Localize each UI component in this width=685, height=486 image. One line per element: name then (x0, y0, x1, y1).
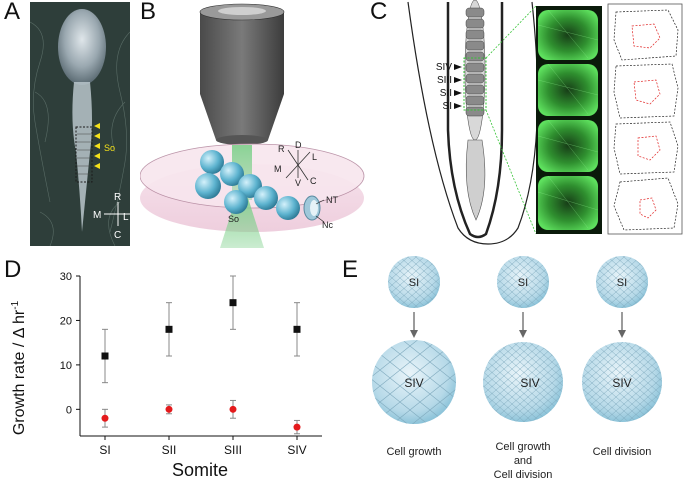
axis-label-medial-b: M (274, 164, 282, 174)
x-tick-label: SI (99, 443, 110, 457)
somite-imaging-panel: SIV SIII SII SI (407, 0, 683, 245)
somite-arrowheads (94, 123, 100, 169)
axis-label-caudal-b: C (310, 176, 317, 186)
x-tick-label: SIII (224, 443, 242, 457)
somite-label-siv: SIV (436, 62, 452, 73)
model-growth-and-division: SI SIV Cell growth and Cell division (483, 256, 563, 481)
caption-cell-division: Cell division (593, 446, 652, 458)
somite-label-si: SI (443, 101, 452, 112)
bottom-label-2: SIV (520, 376, 539, 390)
data-point-square (101, 352, 109, 360)
axis-label-dorsal: D (295, 140, 302, 150)
y-axis-label: Growth rate / Δ hr-1 (10, 300, 28, 435)
data-point-circle (229, 405, 237, 413)
bottom-label-3: SIV (612, 376, 631, 390)
panel-letter-c: C (370, 0, 388, 25)
model-cell-growth: SI SIV Cell growth (372, 256, 456, 458)
label-somite-b: So (228, 214, 239, 224)
somite-outline-panel (607, 3, 683, 235)
panel-letter-a: A (4, 0, 21, 25)
top-label-2: SI (518, 277, 528, 289)
objective-lens (199, 3, 285, 145)
y-tick-label: 0 (66, 404, 72, 416)
somite-spheres (195, 150, 321, 221)
label-neural-tube: NT (326, 195, 338, 205)
caption-cell-growth: Cell growth (386, 446, 441, 458)
axis-label-caudal: C (114, 230, 121, 241)
caption-growth-and-division-3: Cell division (494, 469, 553, 481)
caption-growth-and-division-1: Cell growth (495, 441, 550, 453)
light-beam-bottom (220, 198, 264, 248)
model-cell-division: SI SIV Cell division (582, 256, 662, 458)
data-point-square (229, 299, 237, 307)
axis-label-lateral: L (123, 212, 129, 223)
somite-label-siii: SIII (437, 75, 452, 86)
bottom-label-1: SIV (404, 376, 423, 390)
axis-label-ventral: V (295, 178, 301, 188)
embryo-schematic (407, 0, 539, 245)
axis-label-lateral-b: L (312, 152, 317, 162)
somite-label-sii: SII (440, 88, 452, 99)
caption-growth-and-division-2: and (514, 455, 532, 467)
orientation-axes (285, 149, 311, 181)
panel-letter-d: D (4, 256, 22, 283)
data-point-circle (101, 414, 109, 422)
top-label-1: SI (409, 277, 419, 289)
y-tick-label: 20 (60, 315, 72, 327)
y-tick-label: 30 (60, 271, 72, 283)
panel-letter-e: E (342, 256, 359, 283)
x-tick-label: SIV (287, 443, 306, 457)
label-notochord: Nc (322, 220, 333, 230)
data-point-square (293, 325, 301, 333)
growth-model-diagram: SI SIV Cell growth SI SIV Cell growth an… (372, 256, 662, 481)
x-tick-label: SII (162, 443, 177, 457)
data-point-square (165, 325, 173, 333)
y-tick-label: 10 (60, 360, 72, 372)
microscope-illustration: R D L M V C NT Nc So (140, 3, 365, 248)
x-axis-label: Somite (172, 460, 228, 480)
somite-label: So (104, 143, 115, 153)
data-point-circle (293, 423, 301, 431)
axis-label-rostral-b: R (278, 144, 285, 154)
axis-label-rostral: R (114, 192, 121, 203)
axis-label-medial: M (93, 210, 101, 221)
fluorescence-image (536, 6, 602, 234)
data-point-circle (165, 405, 173, 413)
embryo-photo: So R C M L (30, 2, 130, 246)
top-label-3: SI (617, 277, 627, 289)
panel-letter-b: B (140, 0, 157, 25)
